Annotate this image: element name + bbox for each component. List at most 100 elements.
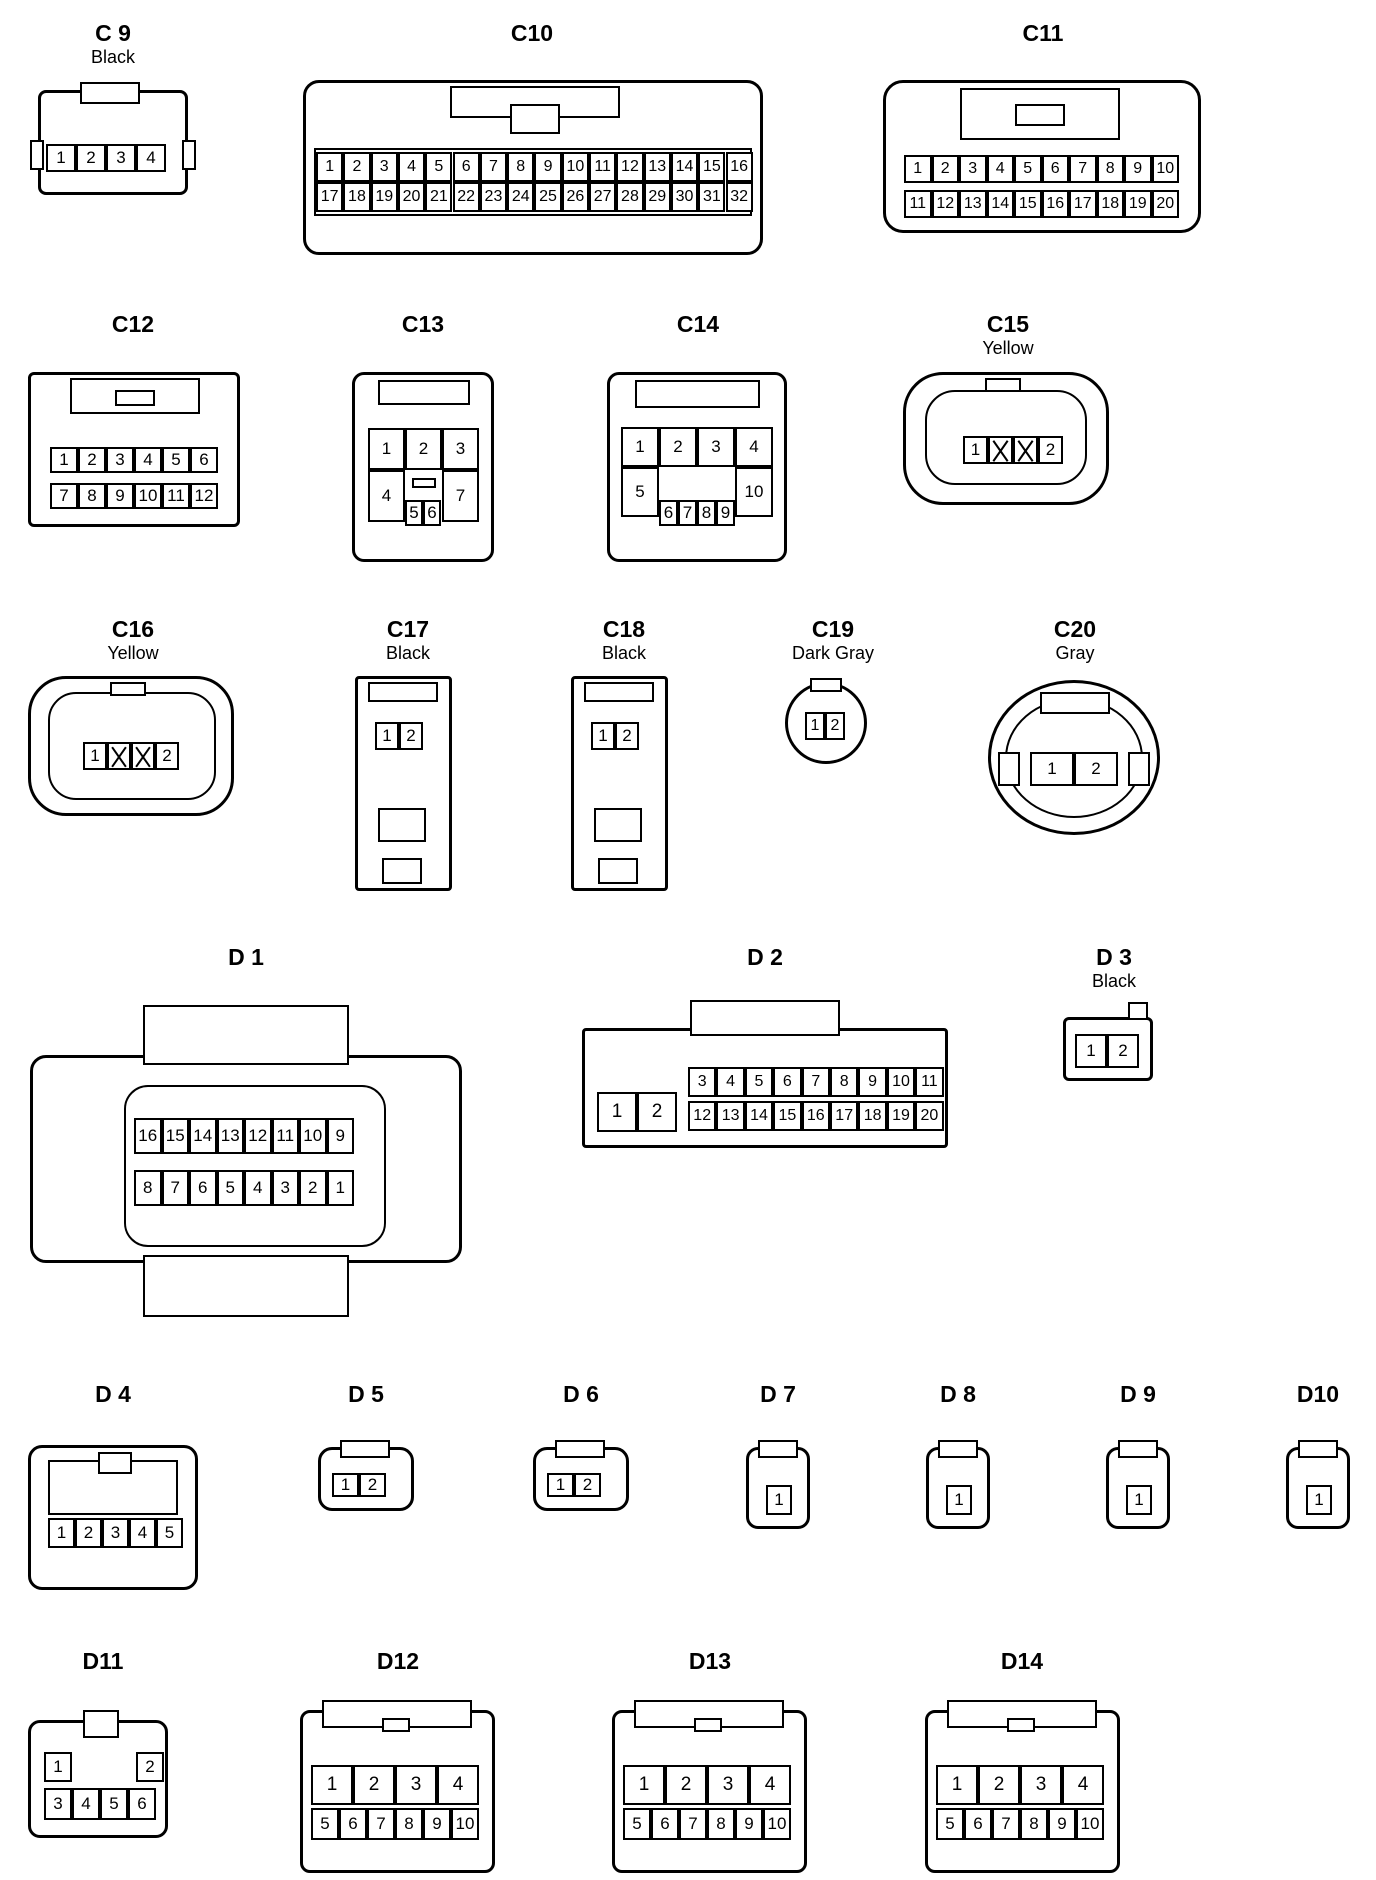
pin-cell: 24 xyxy=(507,182,535,212)
latch xyxy=(555,1440,605,1458)
pin-cell: 9 xyxy=(423,1808,451,1840)
pin-cell: 5 xyxy=(621,467,659,517)
latch xyxy=(635,380,760,408)
pin-cell: 5 xyxy=(936,1808,964,1840)
pin-cell: 1 xyxy=(1306,1485,1332,1515)
pin-cell: 2 xyxy=(978,1765,1020,1805)
latch-tab xyxy=(510,104,560,134)
connector-id: C13 xyxy=(401,311,445,337)
latch xyxy=(1128,1002,1148,1020)
pin-cell: 2 xyxy=(75,1518,102,1548)
pin-cell: 6 xyxy=(339,1808,367,1840)
pin-cell: 5 xyxy=(100,1788,128,1820)
connector-housing xyxy=(38,90,188,195)
pin-cell: 4 xyxy=(749,1765,791,1805)
connector-label: C13 xyxy=(402,313,444,336)
pin-cell: 17 xyxy=(316,182,344,212)
connector-label: D 6 xyxy=(563,1383,599,1406)
pin-cell: 2 xyxy=(155,742,179,770)
pin-cell: 6 xyxy=(128,1788,156,1820)
pin-cell: 2 xyxy=(659,427,697,467)
pin-cell: 12 xyxy=(688,1101,717,1131)
connector-color: Black xyxy=(601,643,647,663)
latch xyxy=(1040,692,1110,714)
connector-id: C 9 xyxy=(95,20,131,46)
pin-cell: 1 xyxy=(316,152,344,182)
connector-label: D 2 xyxy=(747,946,783,969)
pin-cell: 2 xyxy=(1107,1034,1139,1068)
pin-cell: 7 xyxy=(679,1808,707,1840)
connector-label: D 7 xyxy=(760,1383,796,1406)
pin-cell: 25 xyxy=(534,182,562,212)
pin-cell: 10 xyxy=(451,1808,479,1840)
pin-cell: 13 xyxy=(959,190,987,218)
pin-cell: 6 xyxy=(190,447,218,473)
pin-cell: 10 xyxy=(1151,155,1179,183)
pin-cell: 9 xyxy=(716,500,735,526)
connector-label: C12 xyxy=(112,313,154,336)
pin-cell: 1 xyxy=(936,1765,978,1805)
pin-cell: 1 xyxy=(621,427,659,467)
pin-cell: 2 xyxy=(615,722,639,750)
connector-label: D12 xyxy=(377,1650,419,1673)
pin-cell: 1 xyxy=(83,742,107,770)
pin-cell: 5 xyxy=(744,1067,774,1097)
pin-cell: 4 xyxy=(134,447,162,473)
connector-label: C11 xyxy=(1023,22,1064,45)
pin-cell: 32 xyxy=(725,182,753,212)
pin-cell: 15 xyxy=(773,1101,802,1131)
connector-id: C17 xyxy=(386,616,430,642)
foot xyxy=(598,858,638,884)
connector-label: D10 xyxy=(1297,1383,1339,1406)
pin-cell: 4 xyxy=(368,470,405,522)
pin-cell: 4 xyxy=(129,1518,156,1548)
pin-cell: 18 xyxy=(1096,190,1124,218)
connector-id: C12 xyxy=(111,311,155,337)
pin-cell: 3 xyxy=(44,1788,72,1820)
pin-cell: 1 xyxy=(1030,752,1074,786)
pin-cell: 2 xyxy=(1038,436,1063,464)
connector-id: D12 xyxy=(376,1648,420,1674)
pin-cell: 1 xyxy=(48,1518,75,1548)
connector-color: Dark Gray xyxy=(791,643,875,663)
connector-label: C14 xyxy=(677,313,719,336)
pin-cell: 12 xyxy=(931,190,959,218)
connector-color: Yellow xyxy=(107,643,159,663)
latch xyxy=(985,378,1021,392)
pin-cell: 16 xyxy=(1041,190,1069,218)
connector-housing-outer xyxy=(30,1055,462,1263)
latch xyxy=(810,678,842,692)
pin-cell: 2 xyxy=(359,1473,386,1497)
pin-cell: 5 xyxy=(216,1170,244,1206)
pin-cell: 20 xyxy=(915,1101,944,1131)
pin-cell: 1 xyxy=(623,1765,665,1805)
latch xyxy=(368,682,438,702)
pin-cell: 14 xyxy=(986,190,1014,218)
pin-cell: 17 xyxy=(830,1101,859,1131)
latch-tab xyxy=(1015,104,1065,126)
pin-cell: 1 xyxy=(332,1473,359,1497)
pin-cell: 2 xyxy=(343,152,371,182)
pin-cell: 5 xyxy=(405,500,423,526)
connector-id: D 8 xyxy=(940,1381,976,1407)
pin-shell xyxy=(124,1085,386,1247)
latch xyxy=(938,1440,978,1458)
connector-id: C18 xyxy=(602,616,646,642)
pin-cell: 6 xyxy=(423,500,441,526)
latch-tab xyxy=(694,1718,722,1732)
pin-cell: 10 xyxy=(134,483,162,509)
connector-id: D 5 xyxy=(348,1381,384,1407)
pin-cell: 2 xyxy=(931,155,959,183)
pin-cell: 16 xyxy=(725,152,753,182)
pin-cell: 14 xyxy=(189,1118,217,1154)
pin-cell xyxy=(1013,436,1038,464)
connector-color: Black xyxy=(90,47,136,67)
pin-cell: 1 xyxy=(963,436,988,464)
connector-id: D13 xyxy=(688,1648,732,1674)
pin-cell: 27 xyxy=(589,182,617,212)
foot xyxy=(382,858,422,884)
pin-cell: 4 xyxy=(397,152,426,182)
